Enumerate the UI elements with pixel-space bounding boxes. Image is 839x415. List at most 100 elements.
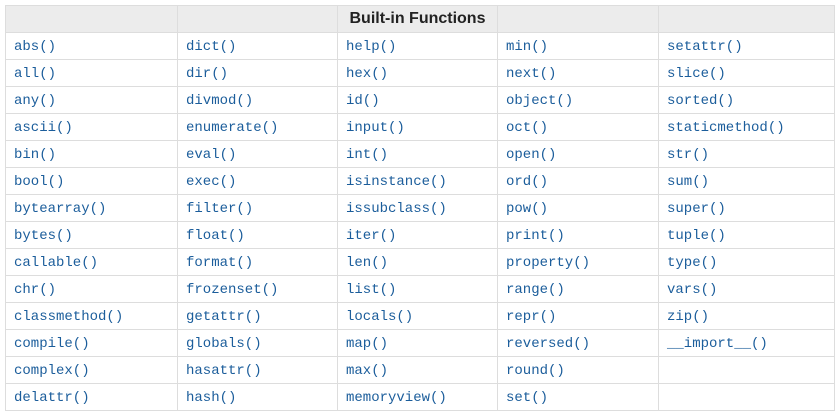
table-cell: sum() <box>658 167 835 195</box>
table-row: callable() format() len() property() type() <box>5 248 835 276</box>
function-link[interactable]: repr() <box>506 309 557 325</box>
table-row: bytes() float() iter() print() tuple() <box>5 221 835 249</box>
function-link[interactable]: bin() <box>14 147 57 163</box>
function-link[interactable]: tuple() <box>667 228 726 244</box>
function-link[interactable]: input() <box>346 120 405 136</box>
table-cell: exec() <box>177 167 338 195</box>
table-cell: any() <box>5 86 178 114</box>
function-link[interactable]: frozenset() <box>186 282 279 298</box>
function-link[interactable]: int() <box>346 147 389 163</box>
table-cell: len() <box>337 248 498 276</box>
function-link[interactable]: abs() <box>14 39 57 55</box>
function-link[interactable]: bytes() <box>14 228 73 244</box>
function-link[interactable]: round() <box>506 363 565 379</box>
function-link[interactable]: bytearray() <box>14 201 107 217</box>
table-cell: vars() <box>658 275 835 303</box>
function-link[interactable]: super() <box>667 201 726 217</box>
function-link[interactable]: id() <box>346 93 380 109</box>
function-link[interactable]: divmod() <box>186 93 254 109</box>
function-link[interactable]: object() <box>506 93 574 109</box>
table-cell: all() <box>5 59 178 87</box>
function-link[interactable]: len() <box>346 255 389 271</box>
function-link[interactable]: memoryview() <box>346 390 447 406</box>
table-cell: chr() <box>5 275 178 303</box>
function-link[interactable]: float() <box>186 228 245 244</box>
function-link[interactable]: map() <box>346 336 389 352</box>
function-link[interactable]: vars() <box>667 282 718 298</box>
function-link[interactable]: enumerate() <box>186 120 279 136</box>
function-link[interactable]: chr() <box>14 282 57 298</box>
function-link[interactable]: staticmethod() <box>667 120 785 136</box>
function-link[interactable]: filter() <box>186 201 254 217</box>
function-link[interactable]: ascii() <box>14 120 73 136</box>
function-link[interactable]: hash() <box>186 390 237 406</box>
function-link[interactable]: hasattr() <box>186 363 262 379</box>
function-link[interactable]: range() <box>506 282 565 298</box>
table-cell: bytes() <box>5 221 178 249</box>
table-cell: bytearray() <box>5 194 178 222</box>
table-cell: property() <box>497 248 659 276</box>
header-row: Built-in Functions <box>5 5 835 33</box>
function-link[interactable]: zip() <box>667 309 710 325</box>
function-link[interactable]: min() <box>506 39 549 55</box>
function-link[interactable]: any() <box>14 93 57 109</box>
function-link[interactable]: eval() <box>186 147 237 163</box>
function-link[interactable]: hex() <box>346 66 389 82</box>
function-link[interactable]: dict() <box>186 39 237 55</box>
table-cell: isinstance() <box>337 167 498 195</box>
table-cell: staticmethod() <box>658 113 835 141</box>
function-link[interactable]: globals() <box>186 336 262 352</box>
table-cell: str() <box>658 140 835 168</box>
function-link[interactable]: iter() <box>346 228 397 244</box>
table-cell: bin() <box>5 140 178 168</box>
function-link[interactable]: exec() <box>186 174 237 190</box>
function-link[interactable]: set() <box>506 390 549 406</box>
function-link[interactable]: locals() <box>346 309 414 325</box>
table-cell: ord() <box>497 167 659 195</box>
function-link[interactable]: pow() <box>506 201 549 217</box>
function-link[interactable]: classmethod() <box>14 309 124 325</box>
function-link[interactable]: isinstance() <box>346 174 447 190</box>
function-link[interactable]: issubclass() <box>346 201 447 217</box>
table-title: Built-in Functions <box>337 5 498 33</box>
function-link[interactable]: slice() <box>667 66 726 82</box>
table-cell: globals() <box>177 329 338 357</box>
function-link[interactable]: next() <box>506 66 557 82</box>
header-cell-empty <box>177 5 338 33</box>
table-cell: int() <box>337 140 498 168</box>
function-link[interactable]: format() <box>186 255 254 271</box>
function-link[interactable]: getattr() <box>186 309 262 325</box>
function-link[interactable]: oct() <box>506 120 549 136</box>
function-link[interactable]: print() <box>506 228 565 244</box>
table-cell: bool() <box>5 167 178 195</box>
function-link[interactable]: sum() <box>667 174 710 190</box>
table-cell: memoryview() <box>337 383 498 411</box>
function-link[interactable]: open() <box>506 147 557 163</box>
function-link[interactable]: bool() <box>14 174 65 190</box>
table-cell: eval() <box>177 140 338 168</box>
function-link[interactable]: __import__() <box>667 336 768 352</box>
function-link[interactable]: setattr() <box>667 39 743 55</box>
function-link[interactable]: sorted() <box>667 93 735 109</box>
function-link[interactable]: complex() <box>14 363 90 379</box>
table-cell: set() <box>497 383 659 411</box>
function-link[interactable]: delattr() <box>14 390 90 406</box>
function-link[interactable]: type() <box>667 255 718 271</box>
function-link[interactable]: str() <box>667 147 710 163</box>
table-cell: iter() <box>337 221 498 249</box>
function-link[interactable]: callable() <box>14 255 99 271</box>
function-link[interactable]: property() <box>506 255 591 271</box>
function-link[interactable]: dir() <box>186 66 229 82</box>
function-link[interactable]: all() <box>14 66 57 82</box>
function-link[interactable]: reversed() <box>506 336 591 352</box>
table-cell: input() <box>337 113 498 141</box>
function-link[interactable]: max() <box>346 363 389 379</box>
table-row: delattr() hash() memoryview() set() <box>5 383 835 411</box>
function-link[interactable]: ord() <box>506 174 549 190</box>
function-link[interactable]: compile() <box>14 336 90 352</box>
function-link[interactable]: help() <box>346 39 397 55</box>
table-cell: print() <box>497 221 659 249</box>
table-row: all() dir() hex() next() slice() <box>5 59 835 87</box>
table-cell: range() <box>497 275 659 303</box>
function-link[interactable]: list() <box>346 282 397 298</box>
